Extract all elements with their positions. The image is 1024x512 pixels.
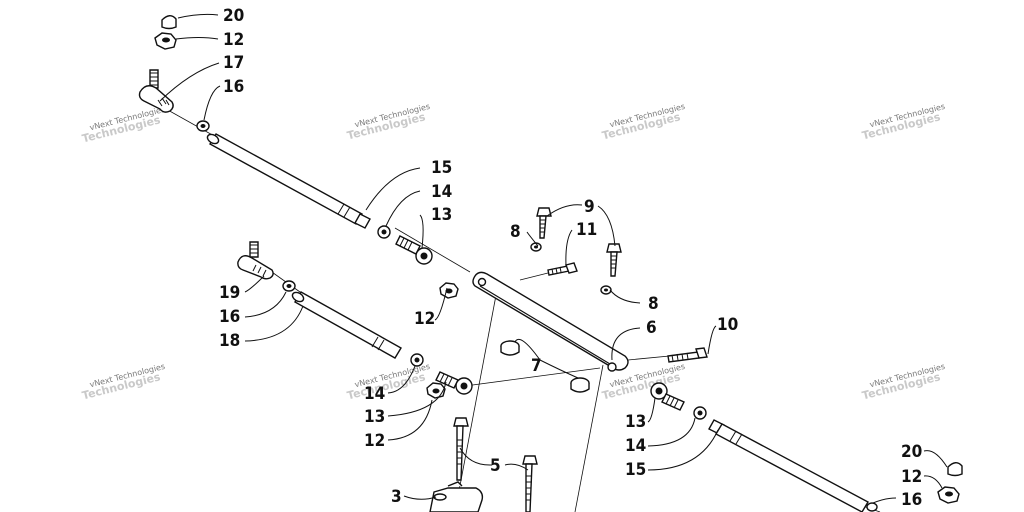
callout-12-bottom: 12 (901, 467, 922, 487)
center-link-6 (472, 271, 629, 372)
callout-17: 17 (223, 53, 244, 73)
callout-14-right: 14 (625, 436, 646, 456)
callout-5: 5 (490, 456, 501, 476)
watermark-6: Technologies vNext Technologies (346, 362, 431, 403)
watermark-8: Technologies vNext Technologies (861, 362, 946, 403)
rod-end-13-lower-left (435, 371, 473, 395)
callout-9: 9 (584, 197, 595, 217)
callout-20-top: 20 (223, 6, 244, 26)
jam-nut-14-right (693, 406, 707, 420)
callout-13-right: 13 (625, 412, 646, 432)
callout-12-left: 12 (364, 431, 385, 451)
bolt-9-right (606, 243, 622, 277)
callout-12-center: 12 (414, 309, 435, 329)
bolt-11 (547, 262, 578, 276)
callout-14-upper: 14 (431, 182, 452, 202)
tie-rod-15-upper-left (206, 133, 371, 229)
nut-12-lower-left (426, 382, 446, 399)
ball-joint-17 (138, 69, 174, 113)
nut-12-center (439, 282, 459, 299)
ball-joint-19 (237, 241, 274, 280)
bolt-9-left (536, 207, 552, 239)
callout-3: 3 (391, 487, 402, 507)
spacer-7-right (570, 377, 590, 393)
watermark-4: Technologies vNext Technologies (861, 102, 946, 143)
jam-nut-14-lower-left (410, 353, 424, 367)
washer-8-right (600, 285, 612, 295)
callout-8-right: 8 (648, 294, 659, 314)
cap-20-lower-right (947, 462, 963, 477)
watermark-2: Technologies vNext Technologies (346, 102, 431, 143)
callout-7: 7 (531, 356, 542, 376)
callout-16-top: 16 (223, 77, 244, 97)
callout-13-upper: 13 (431, 205, 452, 225)
watermark-1: Technologies vNext Technologies (81, 105, 166, 146)
callout-20-bottom: 20 (901, 442, 922, 462)
rod-end-13-right (650, 382, 685, 411)
bracket-3 (429, 481, 484, 512)
leader-lines (159, 13, 948, 504)
washer-16-lower-right (866, 502, 878, 512)
callout-16-left: 16 (219, 307, 240, 327)
callout-11: 11 (576, 220, 597, 240)
cap-20-upper-left (161, 15, 177, 30)
callout-10: 10 (717, 315, 738, 335)
callout-13-left: 13 (364, 407, 385, 427)
bolt-5-left (453, 417, 469, 481)
nut-12-upper-left (154, 32, 177, 50)
callout-6: 6 (646, 318, 657, 338)
nut-12-lower-right (937, 486, 960, 504)
callout-12-top: 12 (223, 30, 244, 50)
watermark-3: Technologies vNext Technologies (601, 102, 686, 143)
callout-19: 19 (219, 283, 240, 303)
washer-16-upper-left (196, 120, 210, 132)
washer-16-lower-left (282, 280, 296, 292)
callout-14-left: 14 (364, 384, 385, 404)
callout-15-right: 15 (625, 460, 646, 480)
spacer-7-left (500, 340, 520, 356)
callout-labels: 20 12 17 16 15 14 13 9 8 11 8 19 16 18 1… (219, 6, 922, 510)
tie-rod-18 (291, 291, 402, 359)
watermark-group: Technologies vNext Technologies Technolo… (81, 102, 946, 403)
watermark-5: Technologies vNext Technologies (81, 362, 166, 403)
bolt-10 (667, 347, 708, 363)
washer-8-left (530, 242, 542, 252)
rod-end-13-upper-left (395, 235, 433, 265)
callout-15-upper: 15 (431, 158, 452, 178)
callout-18: 18 (219, 331, 240, 351)
bolt-5-right (522, 455, 538, 512)
callout-16-bottom: 16 (901, 490, 922, 510)
tie-rod-15-right (708, 419, 869, 512)
jam-nut-14-upper-left (377, 225, 391, 239)
callout-8-left: 8 (510, 222, 521, 242)
